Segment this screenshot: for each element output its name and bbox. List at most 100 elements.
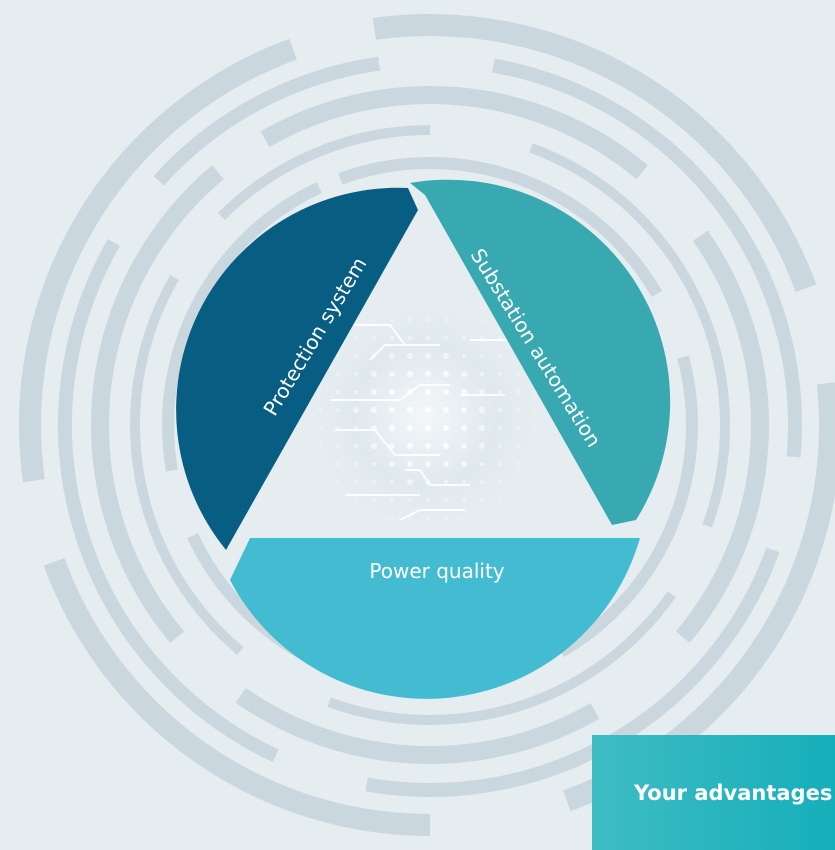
ring-arc xyxy=(235,687,600,764)
circuit-dot xyxy=(389,389,395,395)
circuit-dot xyxy=(479,443,485,449)
circuit-dot xyxy=(443,371,449,377)
ring-arc xyxy=(130,275,244,655)
circuit-dot xyxy=(480,480,484,484)
circuit-dot xyxy=(426,318,430,322)
circuit-dot xyxy=(443,461,449,467)
circuit-dot xyxy=(390,480,394,484)
circuit-dot xyxy=(461,443,467,449)
segment-substation-automation[interactable] xyxy=(410,179,671,525)
circuit-dot xyxy=(389,353,395,359)
circuit-dot xyxy=(354,390,358,394)
circuit-dot xyxy=(407,407,413,413)
circuit-dot xyxy=(354,498,358,502)
circuit-dot xyxy=(354,354,358,358)
circuit-dot xyxy=(408,336,412,340)
ring-arc xyxy=(529,143,730,528)
circuit-dot xyxy=(425,443,431,449)
circuit-dot xyxy=(371,443,377,449)
ring-arc xyxy=(557,355,698,658)
circuit-dot xyxy=(425,389,431,395)
ring-arc xyxy=(372,14,817,292)
circuit-dot xyxy=(318,426,322,430)
segment-power-quality[interactable] xyxy=(230,538,640,699)
circuit-dot xyxy=(516,444,520,448)
ring-arc xyxy=(675,230,769,643)
circuit-dot xyxy=(425,425,431,431)
power-quality-label: Power quality xyxy=(369,559,504,583)
circuit-dot xyxy=(354,462,358,466)
circuit-dot xyxy=(516,480,520,484)
circuit-dot xyxy=(408,498,412,502)
ring-arc xyxy=(91,165,224,643)
ring-arc xyxy=(260,86,648,180)
circuit-dot xyxy=(336,444,340,448)
circuit-dot xyxy=(390,318,394,322)
circuit-dot xyxy=(498,390,502,394)
segment-protection-system[interactable] xyxy=(176,187,418,550)
circuit-dot xyxy=(462,336,466,340)
circuit-dot xyxy=(336,462,340,466)
circuit-dot xyxy=(353,407,359,413)
circuit-dot xyxy=(407,461,413,467)
circuit-dot xyxy=(462,318,466,322)
circuit-dot xyxy=(390,498,394,502)
ring-arc xyxy=(327,591,676,725)
circuit-dot xyxy=(354,444,358,448)
circuit-dot xyxy=(461,461,467,467)
circuit-dot xyxy=(426,516,430,520)
circuit-dot xyxy=(498,462,502,466)
circuit-dot xyxy=(372,480,376,484)
circuit-dot xyxy=(498,408,502,412)
your-advantages-button[interactable]: Your advantages xyxy=(592,735,835,850)
circuit-dot xyxy=(498,480,502,484)
circuit-dot xyxy=(443,389,449,395)
center-circuit-graphic xyxy=(305,295,545,535)
circuit-dot xyxy=(444,516,448,520)
circuit-dot xyxy=(444,480,448,484)
circuit-dot xyxy=(407,425,413,431)
circuit-dot xyxy=(480,372,484,376)
circuit-dot xyxy=(498,354,502,358)
circuit-dot xyxy=(372,462,376,466)
circuit-dot xyxy=(425,371,431,377)
circuit-dot xyxy=(318,444,322,448)
ring-arc xyxy=(153,56,381,186)
circuit-dot xyxy=(462,498,466,502)
circuit-dot xyxy=(336,408,340,412)
circuit-dot xyxy=(408,318,412,322)
circuit-dot xyxy=(534,426,538,430)
circuit-dot xyxy=(389,407,395,413)
circuit-dot xyxy=(354,480,358,484)
circuit-dot xyxy=(443,425,449,431)
circuit-dot xyxy=(498,444,502,448)
circuit-dot xyxy=(354,336,358,340)
circuit-dot xyxy=(318,408,322,412)
circuit-dot xyxy=(336,372,340,376)
circuit-dot xyxy=(443,443,449,449)
circuit-dot xyxy=(461,389,467,395)
ring-arc xyxy=(338,157,663,298)
ring-arc xyxy=(43,558,431,836)
your-advantages-label: Your advantages xyxy=(634,780,833,805)
circuit-dot xyxy=(407,443,413,449)
circuit-dot xyxy=(516,390,520,394)
circuit-dot xyxy=(389,371,395,377)
circuit-dot xyxy=(516,462,520,466)
circuit-dot xyxy=(479,407,485,413)
circuit-dot xyxy=(498,372,502,376)
circuit-dot xyxy=(389,443,395,449)
circuit-dot xyxy=(390,336,394,340)
circuit-dot xyxy=(480,462,484,466)
circuit-dot xyxy=(371,389,377,395)
circuit-dot xyxy=(444,336,448,340)
circuit-dot xyxy=(462,516,466,520)
circuit-dot xyxy=(425,407,431,413)
circuit-dot xyxy=(408,516,412,520)
circuit-dot xyxy=(425,461,431,467)
circuit-dot xyxy=(371,407,377,413)
circuit-dot xyxy=(336,354,340,358)
circuit-dot xyxy=(426,336,430,340)
circuit-dot xyxy=(336,390,340,394)
